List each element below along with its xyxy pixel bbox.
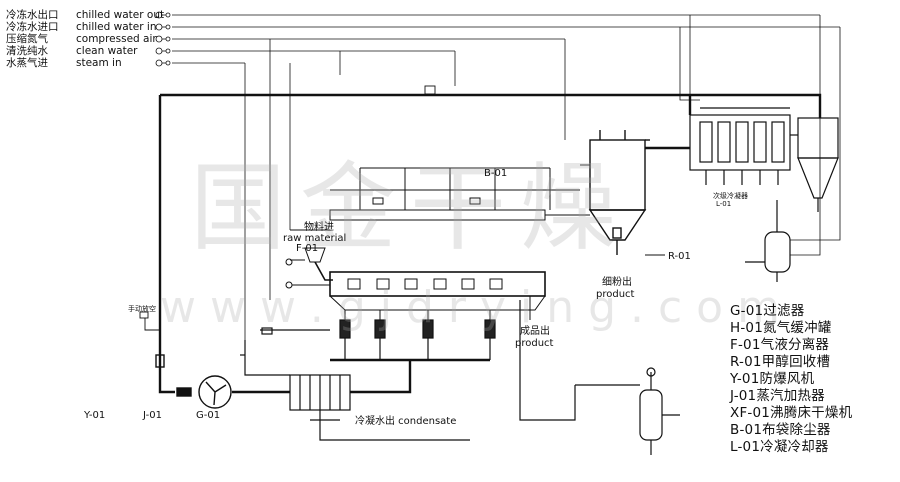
label-hx-tag: 次级冷凝器 [713, 192, 748, 200]
equip-y01: Y-01防爆风机 [730, 371, 815, 387]
misc-pipes [139, 85, 665, 331]
label-j01: J-01 [143, 410, 162, 421]
label-r01: R-01 [668, 251, 691, 262]
equip-b01: B-01布袋除尘器 [730, 422, 831, 438]
equip-g01: G-01过滤器 [730, 303, 805, 319]
label-fine-zh: 细粉出 [602, 277, 632, 288]
label-fine-en: product [596, 289, 635, 300]
label-product-zh: 成品出 [520, 326, 550, 337]
cyclone [790, 117, 839, 212]
label-f01: F-01 [296, 243, 319, 254]
label-hx-sub: L-01 [716, 200, 732, 208]
fan-y01 [155, 354, 232, 409]
label-b01: B-01 [484, 168, 508, 179]
steam-heaters-j01 [339, 319, 496, 360]
heat-exchanger-bottom [240, 327, 470, 441]
bag-filter-b01 [588, 130, 650, 255]
label-manual-vent: 手动放空 [128, 305, 156, 313]
main-gas-loop [158, 93, 822, 394]
utility-lines [155, 11, 841, 340]
fluid-bed-dryer-xf01 [329, 271, 546, 320]
label-raw-en: raw material [283, 233, 347, 244]
equip-xf01: XF-01沸腾床干燥机 [730, 405, 853, 421]
label-y01: Y-01 [84, 410, 106, 421]
feed-hopper-f01 [285, 247, 333, 289]
dryer-spray-header [290, 167, 580, 231]
label-raw-zh: 物料进 [304, 222, 334, 233]
methanol-tank-r01 [745, 200, 791, 282]
nitrogen-buffer-tank [519, 300, 680, 455]
equip-j01: J-01蒸汽加热器 [730, 388, 825, 404]
condenser-bank-l01 [689, 107, 791, 185]
equip-l01: L-01冷凝冷却器 [730, 439, 829, 455]
equip-f01: F-01气液分离器 [730, 337, 830, 353]
equip-r01: R-01甲醇回收槽 [730, 354, 831, 370]
label-g01: G-01 [196, 410, 221, 421]
equip-h01: H-01氮气缓冲罐 [730, 320, 832, 336]
label-product-en: product [515, 338, 554, 349]
label-condensate: 冷凝水出 condensate [355, 416, 457, 427]
